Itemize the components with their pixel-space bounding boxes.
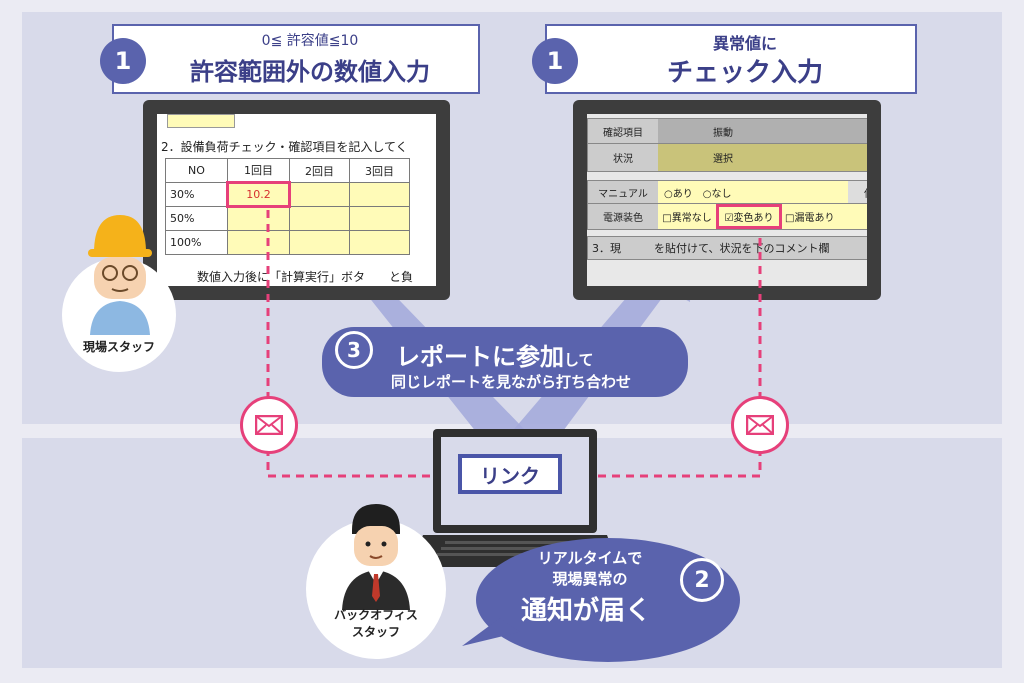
form-label: 確認項目	[588, 119, 658, 143]
option-leakage[interactable]: □漏電あり	[782, 204, 867, 229]
right-tablet: 確認項目 振動 騒 状況 選択 選 マニュアル ○あり ○なし 使用 電源装色	[573, 100, 881, 300]
mail-icon-left	[240, 396, 298, 454]
field-staff-icon	[88, 215, 152, 335]
header-third: 3回目	[349, 158, 410, 183]
mail-icon-right	[731, 396, 789, 454]
back-office-label-2: スタッフ	[351, 625, 400, 639]
load-check-table: NO 1回目 2回目 3回目 30% 10.2 50%	[165, 158, 410, 255]
right-tablet-screen: 確認項目 振動 騒 状況 選択 選 マニュアル ○あり ○なし 使用 電源装色	[587, 114, 867, 286]
notify-line1: リアルタイムで	[537, 549, 643, 567]
value-cell[interactable]	[289, 230, 350, 255]
step-one-badge-right: 1	[532, 38, 578, 84]
left-section-title: 2．設備負荷チェック・確認項目を記入してく	[161, 140, 408, 154]
header-first: 1回目	[227, 158, 290, 183]
field-staff-label: 現場スタッフ	[82, 340, 155, 354]
option-normal[interactable]: □異常なし	[658, 204, 716, 229]
notify-line2: 現場異常の	[552, 570, 628, 588]
top-cell	[167, 114, 235, 128]
option-discolored-checked[interactable]: ☑変色あり	[716, 204, 782, 229]
row-label: 30%	[165, 182, 228, 207]
form-label: 電源装色	[588, 204, 658, 229]
report-pill-suffix: して	[564, 351, 594, 369]
callout-right-line2: チェック入力	[666, 58, 823, 88]
form-value-cut: 騒	[788, 119, 867, 143]
callout-left-sub: 0≦ 許容値≦10	[261, 33, 359, 49]
step-two-badge: 2	[680, 558, 724, 602]
right-footer-note: 3．現 を貼付けて、状況を下のコメント欄	[587, 236, 867, 260]
form-label: マニュアル	[588, 181, 658, 203]
callout-right-line1: 異常値に	[712, 34, 777, 53]
callout-out-of-range	[112, 24, 480, 94]
callout-anomaly-check	[545, 24, 917, 94]
value-cell[interactable]	[349, 230, 410, 255]
report-pill-title: レポートに参加して	[396, 337, 594, 372]
report-join-pill	[322, 327, 688, 397]
value-cell[interactable]	[349, 182, 410, 207]
left-tablet-screen: 2．設備負荷チェック・確認項目を記入してく NO 1回目 2回目 3回目 30%…	[157, 114, 436, 286]
report-pill-sub: 同じレポートを見ながら打ち合わせ	[390, 373, 631, 391]
back-office-label-1: バックオフィス	[334, 608, 418, 622]
value-cell[interactable]	[227, 206, 290, 231]
row-label: 100%	[165, 230, 228, 255]
link-button[interactable]: リンク	[458, 454, 562, 494]
notify-line3: 通知が届く	[520, 596, 651, 626]
status-select-cut[interactable]: 選	[788, 144, 867, 171]
left-footer-note: 数値入力後に「計算実行」ボタ と負	[197, 270, 414, 284]
callout-left-main: 許容範囲外の数値入力	[190, 58, 430, 86]
form-label-cut: 使用	[848, 181, 867, 203]
header-second: 2回目	[289, 158, 350, 183]
left-tablet: 2．設備負荷チェック・確認項目を記入してく NO 1回目 2回目 3回目 30%…	[143, 100, 450, 300]
status-select[interactable]: 選択	[658, 144, 788, 171]
manual-radio[interactable]: ○あり ○なし	[658, 181, 848, 203]
status-form: 確認項目 振動 騒 状況 選択 選 マニュアル ○あり ○なし 使用 電源装色	[587, 118, 867, 260]
notify-bubble-shape	[462, 538, 740, 662]
step-three-badge: 3	[335, 331, 373, 369]
value-cell-highlighted[interactable]: 10.2	[226, 181, 291, 208]
report-pill-main: レポートに参加	[396, 343, 564, 371]
form-value: 振動	[658, 119, 788, 143]
value-cell[interactable]	[349, 206, 410, 231]
value-cell[interactable]	[227, 230, 290, 255]
back-office-icon	[342, 504, 410, 610]
step-one-badge-left: 1	[100, 38, 146, 84]
form-label: 状況	[588, 144, 658, 171]
